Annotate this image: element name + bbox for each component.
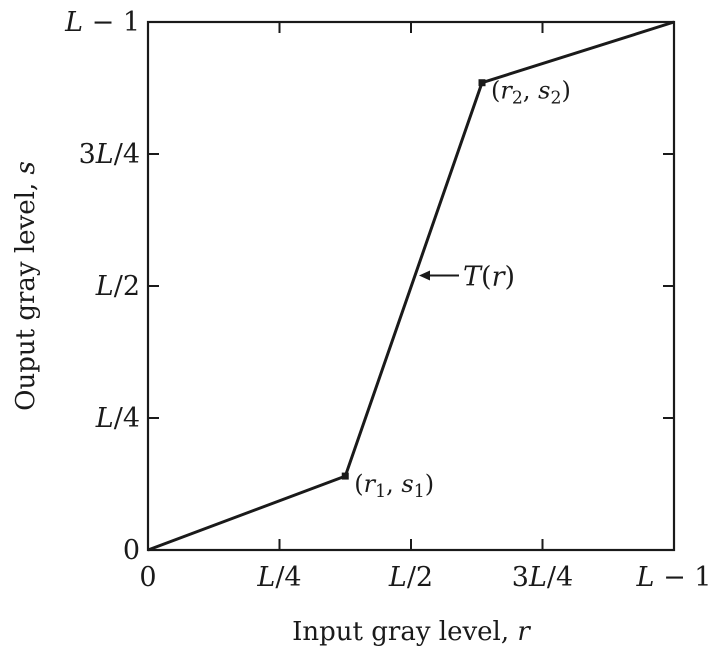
x-tick-label: L/2 [388, 562, 433, 593]
breakpoint-marker [478, 79, 486, 87]
y-tick-label: L/2 [95, 271, 140, 302]
curve-label: T(r) [463, 261, 515, 292]
series-line [147, 20, 675, 552]
x-tick-label: L − 1 [636, 562, 712, 593]
breakpoint-label: (r1, s1) [354, 470, 434, 502]
x-tick-label: L/4 [256, 562, 301, 593]
annotation-arrow-head [419, 270, 430, 281]
x-tick-label: 3L/4 [512, 562, 573, 593]
breakpoint-marker [341, 472, 349, 480]
x-tick-label: 0 [139, 562, 156, 593]
y-tick-label: L/4 [95, 403, 140, 434]
y-tick-label: L − 1 [64, 7, 140, 38]
x-axis-label: Input gray level, r [292, 617, 531, 647]
y-tick-label: 0 [123, 535, 140, 566]
y-tick-label: 3L/4 [79, 139, 140, 170]
y-axis-label: Ouput gray level, s [11, 161, 41, 411]
breakpoint-label: (r2, s2) [491, 77, 571, 109]
